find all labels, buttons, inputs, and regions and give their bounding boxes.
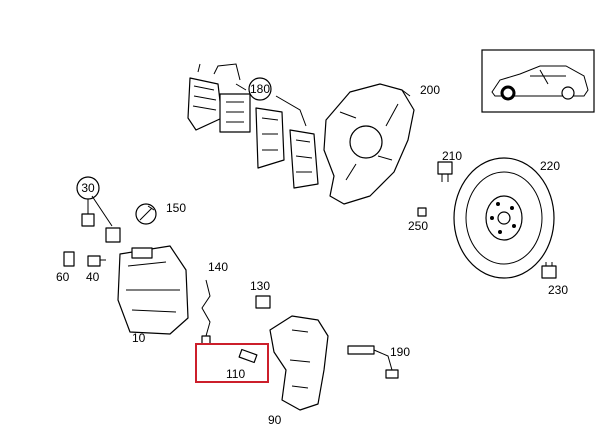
label-200: 200 [420,83,440,97]
label-190: 190 [390,345,410,359]
label-230: 230 [548,283,568,297]
label-180: 180 [250,82,270,96]
label-40: 40 [86,270,100,284]
bolt-130[interactable] [255,295,271,309]
highlight-110[interactable]: 110 [195,343,269,383]
label-150: 150 [166,201,186,215]
label-30: 30 [81,181,95,195]
part-250[interactable] [417,207,427,217]
caliper-carrier[interactable] [269,315,329,411]
bolt-210[interactable] [437,161,453,182]
bolt-230[interactable] [541,262,557,279]
label-250: 250 [408,219,428,233]
callout-180: 180 [248,77,272,101]
brake-disc[interactable] [453,157,555,279]
brake-shield[interactable] [323,83,415,205]
label-60: 60 [56,270,70,284]
sensor-190[interactable] [347,345,399,379]
sleeve-30b[interactable] [105,227,121,243]
label-130: 130 [250,279,270,293]
callout-30: 30 [76,176,113,227]
wear-sensor-wire[interactable] [201,279,211,345]
label-220: 220 [540,159,560,173]
car-locator-icon[interactable] [481,49,595,113]
label-10: 10 [132,331,146,345]
label-140: 140 [208,260,228,274]
bolt-30a[interactable] [81,213,95,227]
label-210: 210 [442,149,462,163]
brake-pad-set[interactable] [187,63,319,189]
brake-caliper[interactable] [117,245,189,335]
bolt-40[interactable] [87,255,106,267]
label-90: 90 [268,413,282,427]
cap-60[interactable] [63,251,75,267]
label-110: 110 [226,367,245,381]
wrench-icon [135,203,157,225]
